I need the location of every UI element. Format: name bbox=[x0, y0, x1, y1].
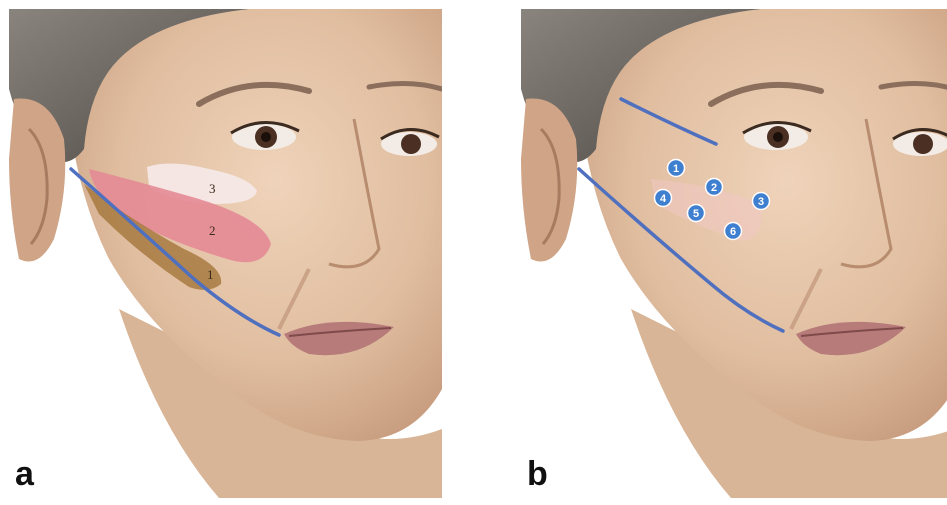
point-1: 1 bbox=[668, 160, 685, 177]
face bbox=[581, 9, 947, 441]
point-4: 4 bbox=[655, 190, 672, 207]
svg-text:6: 6 bbox=[730, 226, 736, 238]
panel-a: 3 2 1 a bbox=[9, 9, 442, 498]
point-5: 5 bbox=[688, 205, 705, 222]
svg-text:2: 2 bbox=[711, 182, 717, 194]
panel-b: 1 2 3 4 5 6 b bbox=[521, 9, 947, 498]
point-6: 6 bbox=[725, 223, 742, 240]
zone-label-3: 3 bbox=[209, 181, 216, 196]
panel-letter-b: b bbox=[527, 457, 548, 491]
point-2: 2 bbox=[706, 179, 723, 196]
svg-text:5: 5 bbox=[693, 208, 699, 220]
face-illustration-b: 1 2 3 4 5 6 bbox=[521, 9, 947, 498]
panel-letter-a: a bbox=[15, 457, 34, 491]
svg-text:4: 4 bbox=[660, 193, 667, 205]
svg-text:3: 3 bbox=[758, 196, 764, 208]
svg-text:1: 1 bbox=[673, 163, 679, 175]
zone-label-2: 2 bbox=[209, 223, 216, 238]
zone-label-1: 1 bbox=[207, 267, 214, 282]
point-3: 3 bbox=[753, 193, 770, 210]
face-illustration-a: 3 2 1 bbox=[9, 9, 442, 498]
